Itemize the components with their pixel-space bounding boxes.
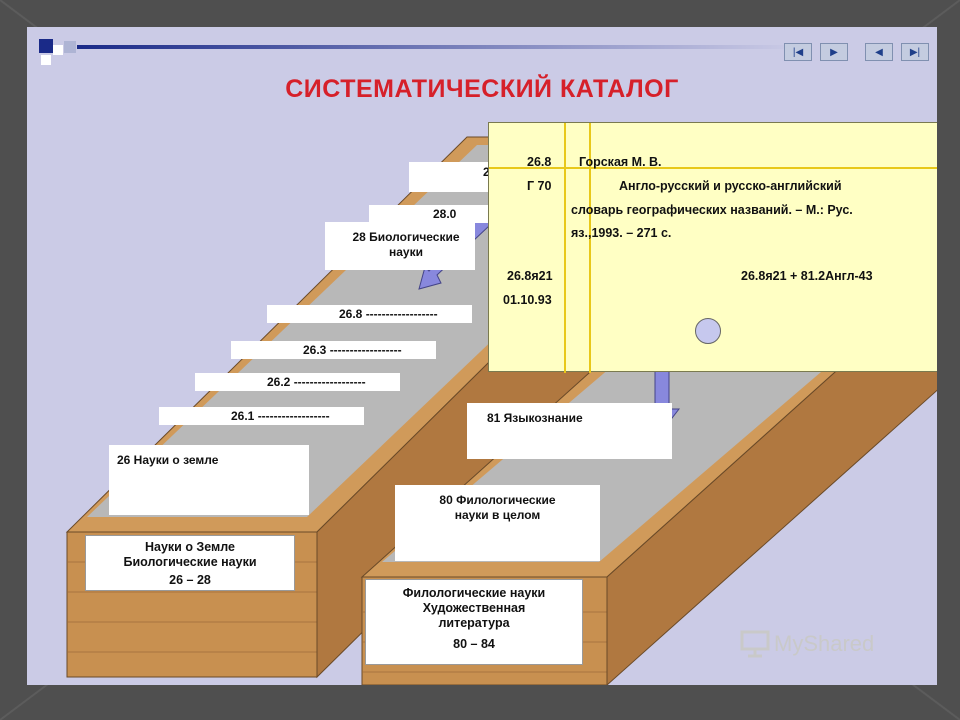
step-80: 80 Филологические науки в целом <box>395 485 600 561</box>
header-decoration <box>39 39 797 65</box>
left-label-line1: Науки о Земле <box>144 540 236 554</box>
step-81: 81 Языкознание <box>467 403 672 459</box>
next-slide-button[interactable]: ▶ <box>820 43 848 61</box>
card-author-sign: Г 70 <box>527 179 552 193</box>
previous-slide-button[interactable]: ◀ <box>865 43 893 61</box>
card-title-line1: Англо-русский и русско-английский <box>619 179 842 193</box>
right-label-line2: Художественная <box>422 601 526 615</box>
last-slide-button[interactable]: ▶| <box>901 43 929 61</box>
step-28-0: 28.0 <box>369 205 489 223</box>
right-label-line3: литература <box>438 616 510 630</box>
card-shelf-index: 26.8я21 <box>507 269 553 283</box>
left-label-range: 26 – 28 <box>169 573 211 587</box>
card-title-line3: яз.,1993. – 271 с. <box>571 226 672 240</box>
next-slide-icon: ▶ <box>830 46 838 58</box>
card-class-index: 26.8 <box>527 155 552 169</box>
right-label-line1: Филологические науки <box>402 586 546 600</box>
first-slide-button[interactable]: |◀ <box>784 43 812 61</box>
card-title-line2: словарь географических названий. – М.: Р… <box>571 203 853 217</box>
card-author: Горская М. В. <box>579 155 662 169</box>
catalog-card: 26.8 Горская М. В. Г 70 Англо-русский и … <box>488 122 937 373</box>
step-26: 26 Науки о земле <box>109 445 309 515</box>
card-hole <box>695 318 721 344</box>
watermark: MyShared <box>740 630 874 658</box>
slide-title: СИСТЕМАТИЧЕСКИЙ КАТАЛОГ <box>285 75 679 103</box>
presentation-icon <box>740 630 770 658</box>
step-26-8: 26.8 ------------------ <box>267 305 472 323</box>
step-26-1: 26.1 ------------------ <box>159 407 364 425</box>
slide: |◀ ▶ ◀ ▶| СИСТЕМАТИЧЕСКИЙ КАТАЛОГ 26.8 -… <box>27 27 937 685</box>
last-slide-icon: ▶| <box>909 46 921 58</box>
step-26-2: 26.2 ------------------ <box>195 373 400 391</box>
card-date: 01.10.93 <box>503 293 552 307</box>
step-28-line1: 28 Биологические <box>352 230 460 244</box>
watermark-text: MyShared <box>774 631 875 656</box>
step-80-line2: науки в целом <box>454 508 541 522</box>
step-upper-top: 2 <box>409 162 491 192</box>
step-28-line2: науки <box>389 245 423 259</box>
step-26-3: 26.3 ------------------ <box>231 341 436 359</box>
step-28: 28 Биологические науки <box>325 222 475 270</box>
first-slide-icon: |◀ <box>792 46 804 58</box>
previous-slide-icon: ◀ <box>875 46 883 58</box>
card-extra-index: 26.8я21 + 81.2Англ-43 <box>741 269 873 283</box>
right-label-range: 80 – 84 <box>453 637 495 651</box>
left-shelf-label: Науки о Земле Биологические науки 26 – 2… <box>85 535 295 591</box>
right-shelf-label: Филологические науки Художественная лите… <box>365 579 583 665</box>
step-80-line1: 80 Филологические <box>439 493 556 507</box>
left-label-line2: Биологические науки <box>123 555 257 569</box>
